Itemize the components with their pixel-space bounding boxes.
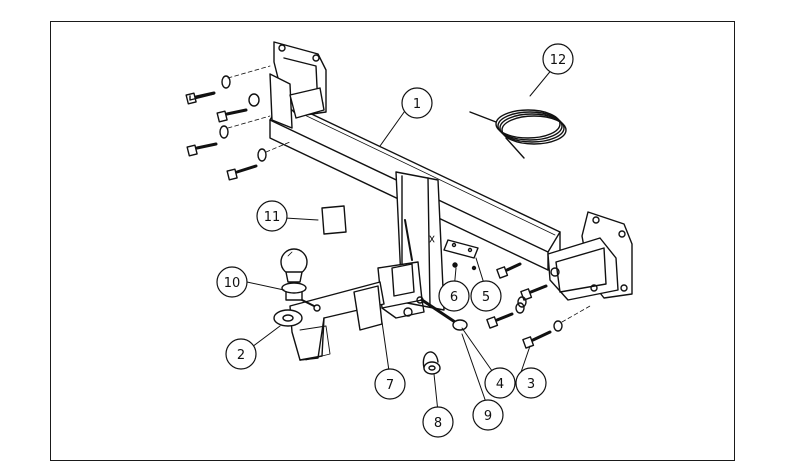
small-plate <box>443 239 479 259</box>
receiver-tube <box>377 261 425 319</box>
small-bolt <box>301 299 321 312</box>
svg-text:8: 8 <box>434 416 442 431</box>
callout-1: 1 <box>401 87 433 119</box>
svg-text:1: 1 <box>413 97 421 112</box>
right-mounting-bracket <box>547 211 633 301</box>
callout-2: 2 <box>225 338 257 370</box>
svg-text:4: 4 <box>496 377 504 392</box>
svg-text:3: 3 <box>527 377 535 392</box>
callout-6: 6 <box>438 280 470 312</box>
small-nut <box>452 262 477 271</box>
tow-bar-drop-plate <box>273 281 385 361</box>
shackle <box>422 351 441 375</box>
label-card <box>321 205 347 235</box>
callout-10: 10 <box>216 266 248 298</box>
svg-text:5: 5 <box>482 290 490 305</box>
svg-text:2: 2 <box>237 348 245 363</box>
callout-7: 7 <box>374 368 406 400</box>
drawing-frame <box>50 21 735 461</box>
svg-text:9: 9 <box>484 409 492 424</box>
callout-8: 8 <box>422 406 454 438</box>
callout-5: 5 <box>470 280 502 312</box>
coiled-cable <box>469 109 567 159</box>
callout-11: 11 <box>256 200 288 232</box>
left-mounting-bracket <box>269 41 327 129</box>
callout-12: 12 <box>542 43 574 75</box>
svg-text:12: 12 <box>550 53 567 68</box>
svg-text:7: 7 <box>386 378 394 393</box>
right-bolts-and-washers <box>486 262 591 349</box>
callout-4: 4 <box>484 367 516 399</box>
svg-text:11: 11 <box>264 210 281 225</box>
callout-3: 3 <box>515 367 547 399</box>
svg-text:6: 6 <box>450 290 458 305</box>
callouts: 1 2 3 4 5 6 7 8 9 10 11 12 <box>216 43 574 438</box>
locking-pin <box>416 296 468 331</box>
left-bolts-and-washers <box>185 65 291 181</box>
svg-text:10: 10 <box>224 276 241 291</box>
callout-9: 9 <box>472 399 504 431</box>
tow-ball <box>280 248 308 301</box>
